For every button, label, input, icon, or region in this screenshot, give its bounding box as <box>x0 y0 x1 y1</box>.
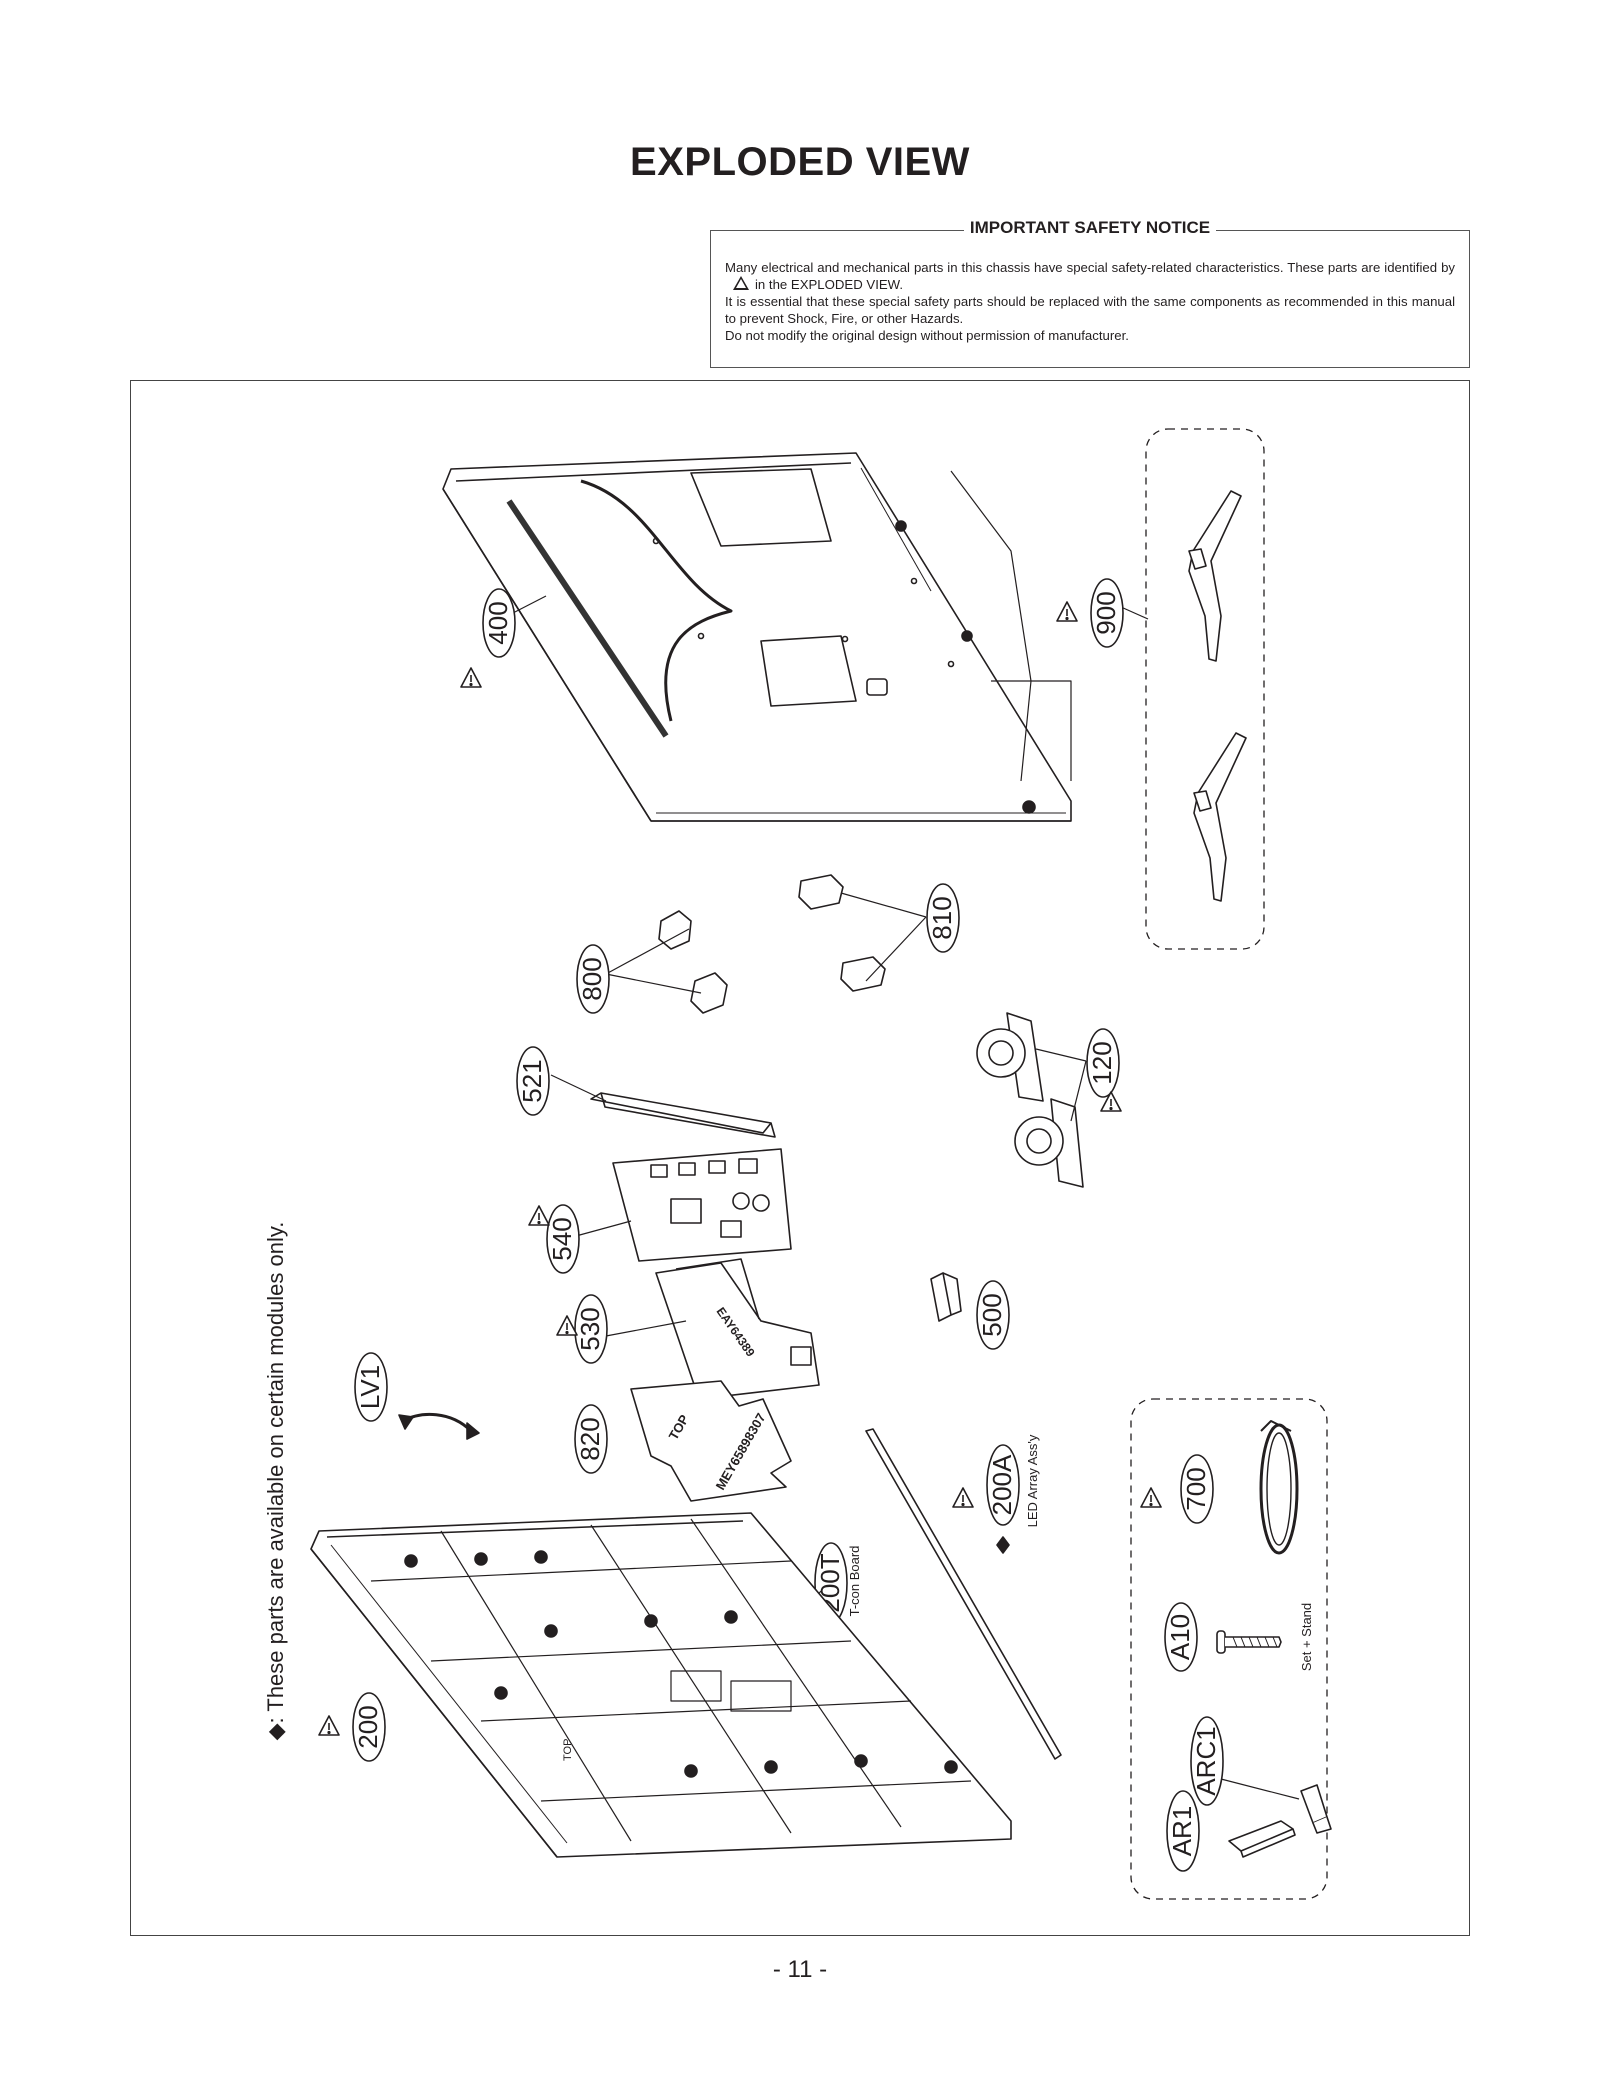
cable-lv1-part <box>398 1412 480 1440</box>
label-500: 500 <box>977 1293 1007 1336</box>
callout-521: 521 <box>516 1046 550 1116</box>
led-array-200a-part <box>865 1428 1062 1760</box>
callout-a10: A10 <box>1164 1602 1198 1672</box>
main-board-540-part <box>612 1148 792 1262</box>
callout-200: 200 <box>352 1692 386 1762</box>
label-540: 540 <box>547 1217 577 1260</box>
power-cord-700-part <box>1259 1420 1299 1555</box>
callout-lv1: LV1 <box>354 1352 388 1422</box>
marking-panel-top: TOP <box>562 1739 574 1761</box>
back-cover-part <box>442 452 1072 822</box>
callout-540: 540 <box>546 1204 580 1274</box>
notice-line3: Do not modify the original design withou… <box>725 328 1129 343</box>
label-800: 800 <box>577 957 607 1000</box>
safety-triangle-icon <box>528 1205 550 1226</box>
stand-part <box>1188 490 1247 902</box>
callout-530: 530 <box>574 1294 608 1364</box>
callout-arc1: ARC1 <box>1190 1716 1224 1806</box>
notice-line1-tail: in the EXPLODED VIEW. <box>755 277 904 292</box>
insulator-820-part: TOP MEY65898307 <box>630 1380 792 1502</box>
label-200: 200 <box>353 1705 383 1748</box>
label-820: 820 <box>575 1417 605 1460</box>
callout-500: 500 <box>976 1280 1010 1350</box>
label-arc1: ARC1 <box>1191 1726 1221 1795</box>
label-530: 530 <box>575 1307 605 1350</box>
page-number: - 11 - <box>772 1956 828 1983</box>
callout-400: 400 <box>482 588 516 658</box>
label-ar1: AR1 <box>1167 1806 1197 1857</box>
caption-set-stand: Set + Stand <box>1299 1603 1314 1671</box>
stand-group-box <box>1145 428 1265 950</box>
remote-ar1-part <box>1228 1820 1296 1858</box>
remote-arc1-part <box>1300 1784 1332 1834</box>
page-title: EXPLODED VIEW <box>630 140 970 184</box>
label-700: 700 <box>1181 1467 1211 1510</box>
label-lv1: LV1 <box>355 1365 385 1409</box>
exploded-view-diagram: 400 900 800 810 <box>263 428 1332 1900</box>
key-module-500-part <box>930 1272 962 1322</box>
side-note: ◆: These parts are available on certain … <box>263 1222 288 1741</box>
safety-triangle-icon <box>556 1315 578 1336</box>
callout-ar1: AR1 <box>1166 1790 1200 1872</box>
safety-notice-heading: IMPORTANT SAFETY NOTICE <box>963 218 1217 237</box>
bracket-810-part <box>798 874 886 992</box>
safety-triangle-icon <box>1140 1487 1162 1508</box>
safety-triangle-icon <box>460 667 482 688</box>
diagram-frame: 400 900 800 810 <box>130 380 1470 1936</box>
safety-triangle-icon <box>318 1715 340 1736</box>
callout-700: 700 <box>1180 1454 1214 1524</box>
label-521: 521 <box>517 1059 547 1102</box>
label-200a: 200A <box>987 1454 1017 1515</box>
label-120: 120 <box>1087 1041 1117 1084</box>
callout-800: 800 <box>576 944 610 1014</box>
safety-triangle-icon <box>1056 601 1078 622</box>
screw-a10-part <box>1216 1630 1282 1654</box>
callout-120: 120 <box>1086 1028 1120 1098</box>
caption-led-array: LED Array Ass'y <box>1025 1434 1040 1527</box>
notice-line2: It is essential that these special safet… <box>725 294 1455 326</box>
ir-bracket-521-part <box>590 1092 776 1138</box>
callout-820: 820 <box>574 1404 608 1474</box>
bracket-800-part <box>658 910 728 1014</box>
label-400: 400 <box>483 601 513 644</box>
label-810: 810 <box>927 896 957 939</box>
warning-triangle-icon <box>733 276 749 290</box>
speaker-part <box>976 1012 1084 1188</box>
label-a10: A10 <box>1165 1614 1195 1660</box>
notice-line1: Many electrical and mechanical parts in … <box>725 260 1455 275</box>
module-diamond-icon <box>996 1536 1010 1554</box>
callout-200a: 200A <box>986 1444 1020 1526</box>
caption-tcon: T-con Board <box>847 1546 862 1617</box>
power-board-530-part: EAY64389 <box>655 1258 820 1400</box>
lcd-panel-200-part: TOP <box>310 1512 1012 1858</box>
safety-notice-box: IMPORTANT SAFETY NOTICE Many electrical … <box>710 218 1470 368</box>
safety-notice-text: Many electrical and mechanical parts in … <box>725 259 1455 344</box>
callout-810: 810 <box>926 883 960 953</box>
label-900: 900 <box>1091 591 1121 634</box>
safety-triangle-icon <box>952 1487 974 1508</box>
callout-900: 900 <box>1090 578 1124 648</box>
